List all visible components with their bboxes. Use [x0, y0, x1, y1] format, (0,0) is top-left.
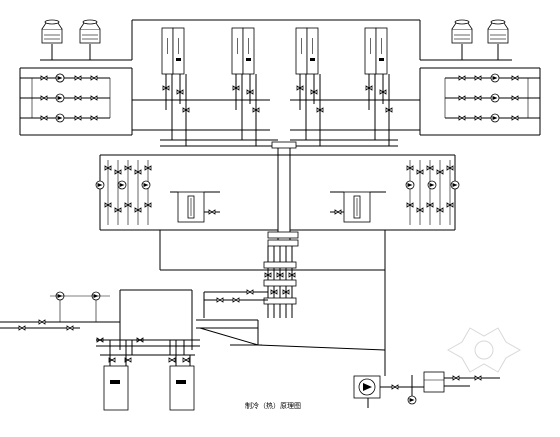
water-tank-icon: [423, 371, 445, 393]
expansion-tank: [353, 350, 405, 408]
heat-exchanger-icon: [330, 191, 386, 223]
cooling-tower-left-1: [41, 19, 63, 44]
chiller-unit-icon: [364, 27, 388, 75]
heat-exchanger-icon: [170, 191, 220, 223]
cooling-water-piping-right: [290, 19, 541, 136]
cooling-tower-icon: [451, 19, 473, 44]
boiler-2: [169, 355, 195, 411]
water-treatment-tank: [405, 371, 500, 405]
chiller-outlet-piping: [155, 74, 398, 147]
pump-icon: [55, 73, 65, 83]
boiler-icon: [169, 355, 195, 411]
vertical-risers: [159, 230, 386, 350]
chiller-2: [231, 27, 255, 75]
distribution-branches-right: [405, 160, 460, 225]
boiler-1: [103, 355, 129, 411]
heat-exchanger-left: [170, 191, 220, 223]
chiller-3: [295, 27, 319, 75]
heat-exchanger-right: [330, 191, 386, 223]
diagram-title: 制冷（热）原理图: [245, 401, 301, 410]
cooling-tower-right-2: [487, 19, 509, 44]
chiller-4: [364, 27, 388, 75]
main-supply-header: [99, 141, 456, 247]
chiller-unit-icon: [295, 27, 319, 75]
distribution-branches-left: [95, 160, 152, 225]
chiller-unit-icon: [161, 27, 185, 75]
lower-left-network: [0, 289, 386, 363]
chiller-unit-icon: [231, 27, 255, 75]
cooling-tower-icon: [79, 19, 101, 44]
cooling-tower-right-1: [451, 19, 473, 44]
cooling-tower-icon: [41, 19, 63, 44]
watermark-logo-icon: [446, 327, 522, 373]
watermark-logo: [446, 327, 522, 373]
cooling-tower-left-2: [79, 19, 101, 44]
expansion-tank-icon: [353, 375, 381, 399]
chiller-1: [161, 27, 185, 75]
cooling-water-piping-left: [19, 19, 290, 136]
cooling-tower-icon: [487, 19, 509, 44]
boiler-icon: [103, 355, 129, 411]
